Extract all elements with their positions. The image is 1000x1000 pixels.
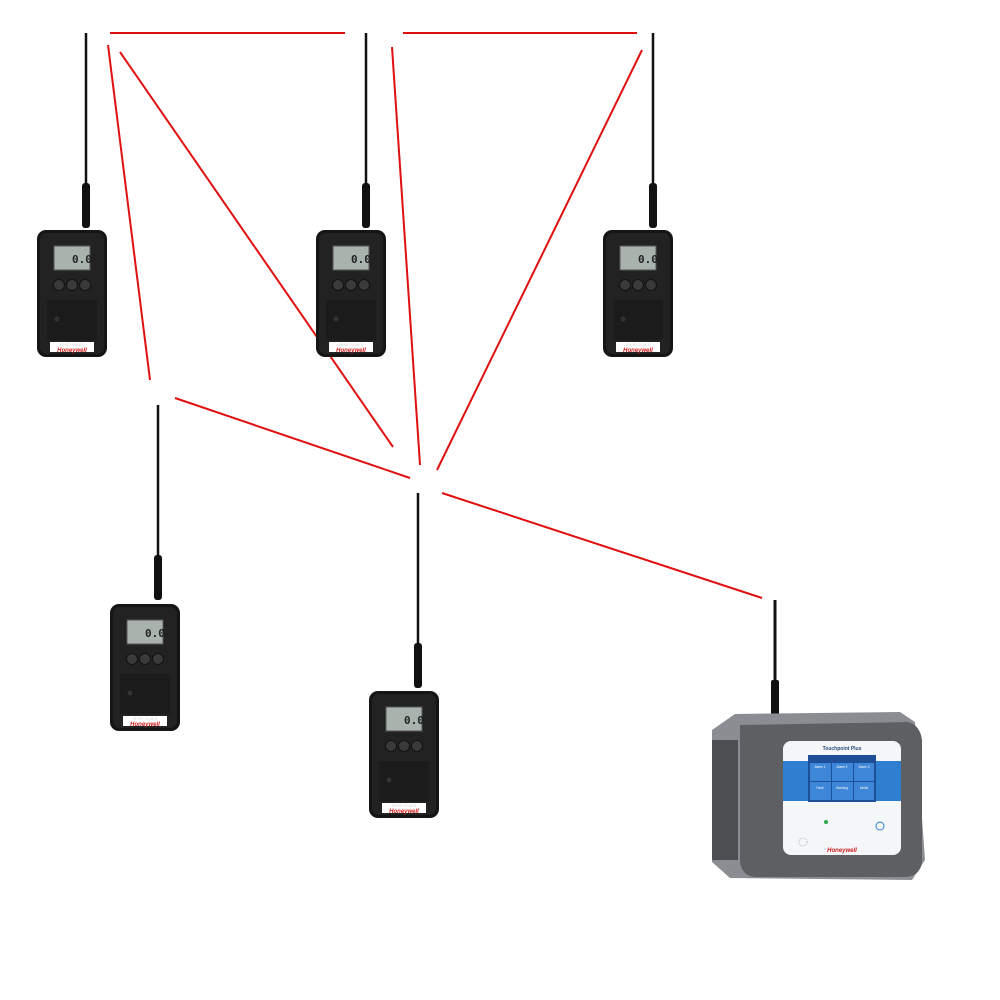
buzzer-icon [798, 837, 808, 847]
gas-detector-2: 0.0 Mesh Guard Honeywell [315, 31, 387, 358]
link [119, 51, 394, 448]
detector-reading: 0.0 [145, 627, 165, 640]
detector-model: Mesh Guard [392, 803, 417, 808]
tile-alarm-3[interactable]: Alarm 3 [859, 765, 870, 769]
link [441, 492, 763, 599]
link [391, 46, 421, 466]
gas-detector-4: 0.0 Mesh Guard Honeywell [109, 403, 181, 732]
detector-model: Mesh Guard [60, 342, 85, 347]
controller-model: Touchpoint Plus [823, 746, 862, 752]
detector-model: Mesh Guard [339, 342, 364, 347]
detector-model: Mesh Guard [133, 716, 158, 721]
honeywell-logo: Honeywell [130, 722, 160, 728]
detector-model: Mesh Guard [626, 342, 651, 347]
tile-alarm-2[interactable]: Alarm 2 [837, 765, 848, 769]
link [107, 44, 151, 381]
link [436, 49, 643, 471]
detector-reading: 0.0 [351, 253, 371, 266]
honeywell-logo: Honeywell [623, 348, 653, 354]
gas-detector-5: 0.0 Mesh Guard Honeywell [368, 491, 440, 819]
honeywell-logo: Honeywell [389, 809, 419, 815]
detector-reading: 0.0 [72, 253, 92, 266]
tile-warning[interactable]: Warning [836, 786, 848, 790]
link [174, 397, 411, 479]
gas-detector-3: 0.0 Mesh Guard Honeywell [602, 31, 674, 358]
status-led [824, 820, 828, 824]
honeywell-logo: Honeywell [57, 348, 87, 354]
tile-alarm-1[interactable]: Alarm 1 [815, 765, 826, 769]
detector-reading: 0.0 [404, 714, 424, 727]
tile-fault[interactable]: Fault [816, 786, 823, 790]
touchpoint-controller: Touchpoint Plus Alarm 1 Alarm 2 Alarm 3 … [712, 600, 925, 880]
detector-reading: 0.0 [638, 253, 658, 266]
mute-button[interactable] [875, 821, 885, 831]
tile-inhibit[interactable]: Inhibit [860, 786, 869, 790]
honeywell-logo: Honeywell [827, 848, 857, 854]
honeywell-logo: Honeywell [336, 348, 366, 354]
gas-detector-1: 0.0 Mesh Guard Honeywell [36, 31, 108, 358]
wireless-links [107, 32, 763, 599]
